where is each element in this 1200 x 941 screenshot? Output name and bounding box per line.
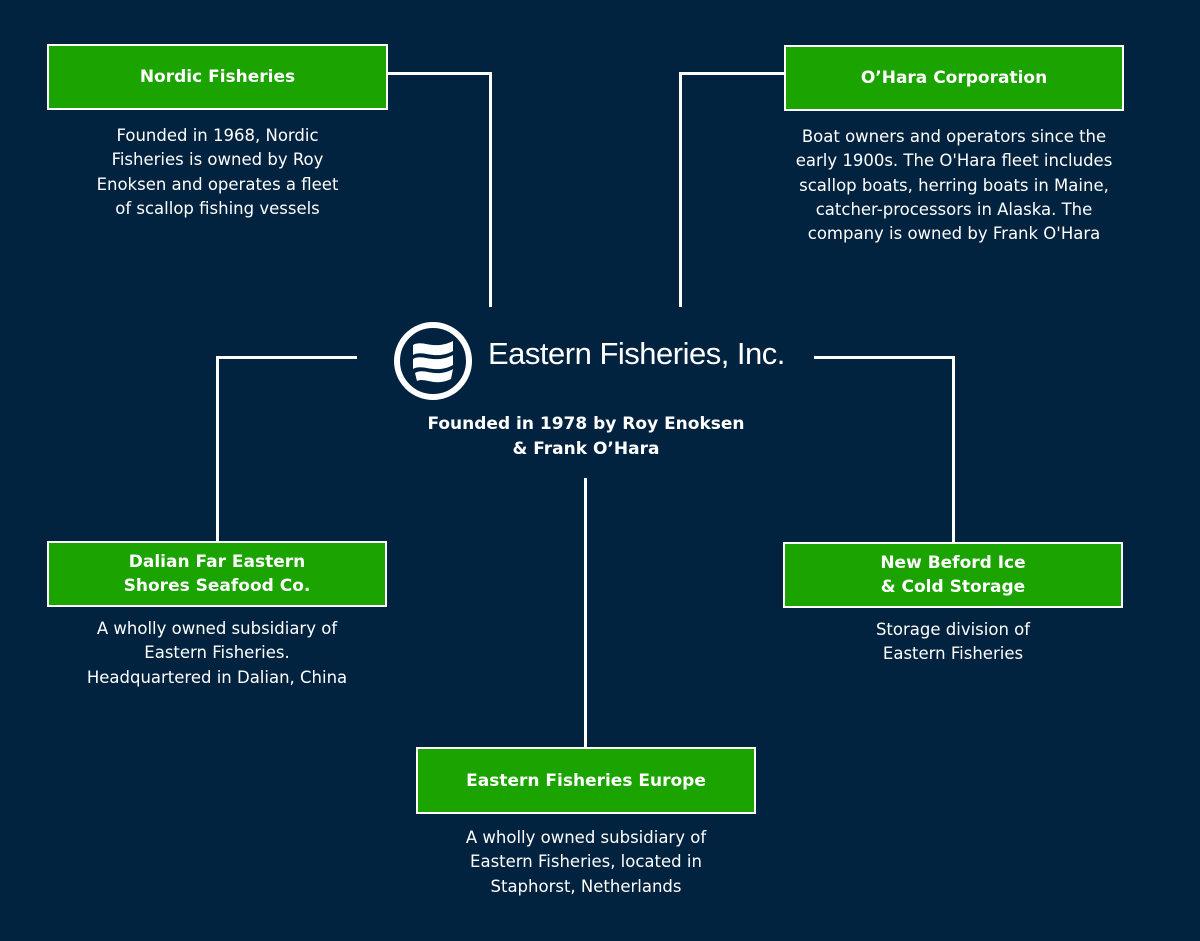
company-name: Eastern Fisheries, Inc. [488,336,785,371]
new-bedford-title: New Beford Ice & Cold Storage [880,553,1026,597]
new-bedford-box: New Beford Ice & Cold Storage [783,542,1123,608]
ohara-corporation-description: Boat owners and operators since the earl… [795,127,1113,244]
connector-nordic-horizontal [386,72,492,75]
connector-europe-vertical [584,478,587,748]
connector-nordic-vertical [489,72,492,307]
company-founded-text: Founded in 1978 by Roy Enoksen & Frank O… [427,414,745,459]
nordic-fisheries-description: Founded in 1968, Nordic Fisheries is own… [96,126,339,218]
connector-newbedford-vertical [952,356,955,543]
ohara-corporation-title: O’Hara Corporation [860,68,1048,88]
nordic-fisheries-box: Nordic Fisheries [47,44,388,110]
connector-dalian-horizontal [216,356,357,359]
dalian-title: Dalian Far Eastern Shores Seafood Co. [123,552,311,596]
new-bedford-description: Storage division of Eastern Fisheries [875,620,1031,664]
europe-title: Eastern Fisheries Europe [466,770,706,791]
connector-newbedford-horizontal [814,356,955,359]
europe-description: A wholly owned subsidiary of Eastern Fis… [465,828,707,896]
dalian-description: A wholly owned subsidiary of Eastern Fis… [86,619,348,687]
connector-ohara-horizontal [679,72,786,75]
wave-logo-icon [394,322,472,400]
connector-ohara-vertical [679,72,682,307]
europe-box: Eastern Fisheries Europe [416,747,756,814]
nordic-fisheries-title: Nordic Fisheries [139,67,296,87]
connector-dalian-vertical [216,356,219,542]
dalian-box: Dalian Far Eastern Shores Seafood Co. [47,541,387,607]
ohara-corporation-box: O’Hara Corporation [784,45,1124,111]
